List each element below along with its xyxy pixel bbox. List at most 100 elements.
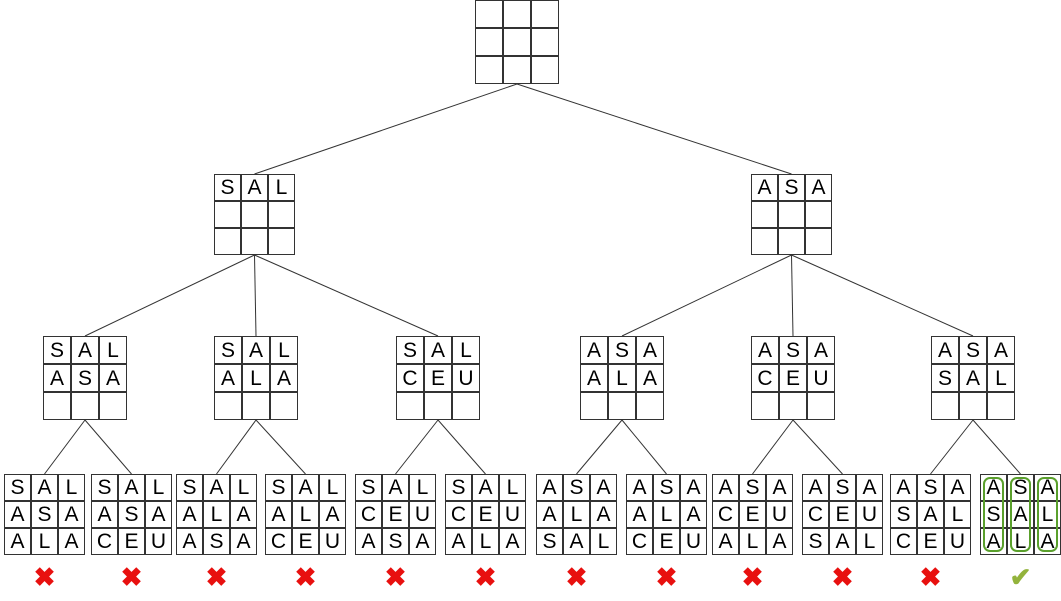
grid-cell: A (241, 174, 268, 201)
tree-edge (576, 419, 623, 475)
grid-cell: S (917, 474, 944, 501)
grid-cell: S (214, 336, 242, 364)
grid-cell (242, 392, 270, 420)
tree-edge (791, 254, 974, 337)
tree-edge (792, 419, 843, 475)
grid-cell (636, 392, 664, 420)
grid-cell (779, 392, 807, 420)
grid-cell (475, 28, 503, 56)
grid-cell: L (58, 474, 85, 501)
grid-cell: S (71, 364, 99, 392)
cross-mark-icon: ✖ (120, 562, 143, 592)
grid-cell: A (680, 474, 707, 501)
grid-cell: A (292, 474, 319, 501)
column-match-outline (1010, 477, 1031, 552)
grid-cell: A (626, 501, 653, 528)
grid-cell (396, 392, 424, 420)
grid-cell: A (499, 528, 526, 555)
grid-cell (805, 201, 832, 228)
grid-cell: A (445, 528, 472, 555)
grid-cell (807, 392, 835, 420)
grid-cell (778, 228, 805, 255)
grid-cell: A (636, 364, 664, 392)
cross-mark-icon: ✖ (741, 562, 764, 592)
grid-cell: A (680, 501, 707, 528)
grid-cell: C (890, 528, 917, 555)
grid-cell (71, 392, 99, 420)
cross-mark-icon: ✖ (205, 562, 228, 592)
grid-cell: U (680, 528, 707, 555)
grid-cell (270, 392, 298, 420)
grid-cell: A (802, 474, 829, 501)
grid-cell: U (452, 364, 480, 392)
grid-cell: L (270, 336, 298, 364)
grid-cell: L (99, 336, 127, 364)
grid-cell (778, 201, 805, 228)
grid-cell (214, 392, 242, 420)
grid-cell: A (203, 474, 230, 501)
tree-edge (255, 419, 306, 475)
grid-cell: S (43, 336, 71, 364)
tree-edge (437, 419, 486, 475)
grid-cell: A (409, 528, 436, 555)
grid-cell: A (58, 528, 85, 555)
column-match-outline (983, 477, 1004, 552)
grid-cell (503, 0, 531, 28)
grid-cell: A (319, 501, 346, 528)
tree-edge (930, 419, 974, 475)
grid-cell: A (43, 364, 71, 392)
tree-edge (972, 419, 1021, 475)
grid-cell: E (917, 528, 944, 555)
grid-cell: E (829, 501, 856, 528)
grid-cell: S (563, 474, 590, 501)
grid-cell: U (766, 501, 793, 528)
grid-cell: A (856, 474, 883, 501)
grid-cell: A (805, 174, 832, 201)
grid-cell: A (4, 528, 31, 555)
grid-cell: U (145, 528, 172, 555)
grid-cell (531, 28, 559, 56)
grid-cell (503, 28, 531, 56)
grid-cell: A (766, 528, 793, 555)
grid-cell: A (176, 501, 203, 528)
grid-cell: A (807, 336, 835, 364)
grid-cell: S (802, 528, 829, 555)
grid-cell: L (292, 501, 319, 528)
grid-cell: S (653, 474, 680, 501)
grid-cell: L (1007, 528, 1034, 555)
grid-cell: A (58, 501, 85, 528)
grid-cell: A (890, 474, 917, 501)
grid-cell: L (230, 474, 257, 501)
grid-cell: E (779, 364, 807, 392)
tree-edge (621, 419, 667, 475)
grid-cell: L (242, 364, 270, 392)
grid-cell: L (739, 528, 766, 555)
grid-cell: A (536, 474, 563, 501)
grid-cell: A (959, 364, 987, 392)
grid-cell: L (409, 474, 436, 501)
grid-cell: S (4, 474, 31, 501)
grid-cell: L (472, 528, 499, 555)
cross-mark-icon: ✖ (655, 562, 678, 592)
grid-cell: L (653, 501, 680, 528)
grid-cell: S (445, 474, 472, 501)
grid-cell: A (270, 364, 298, 392)
tree-edge (791, 254, 794, 337)
tree-edge (254, 254, 439, 337)
check-mark-icon: ✔ (1009, 562, 1032, 592)
tree-edge (752, 419, 794, 475)
grid-cell: E (472, 501, 499, 528)
grid-cell: A (424, 336, 452, 364)
root-grid-1 (475, 0, 559, 84)
grid-cell: L (145, 474, 172, 501)
grid-cell: A (145, 501, 172, 528)
